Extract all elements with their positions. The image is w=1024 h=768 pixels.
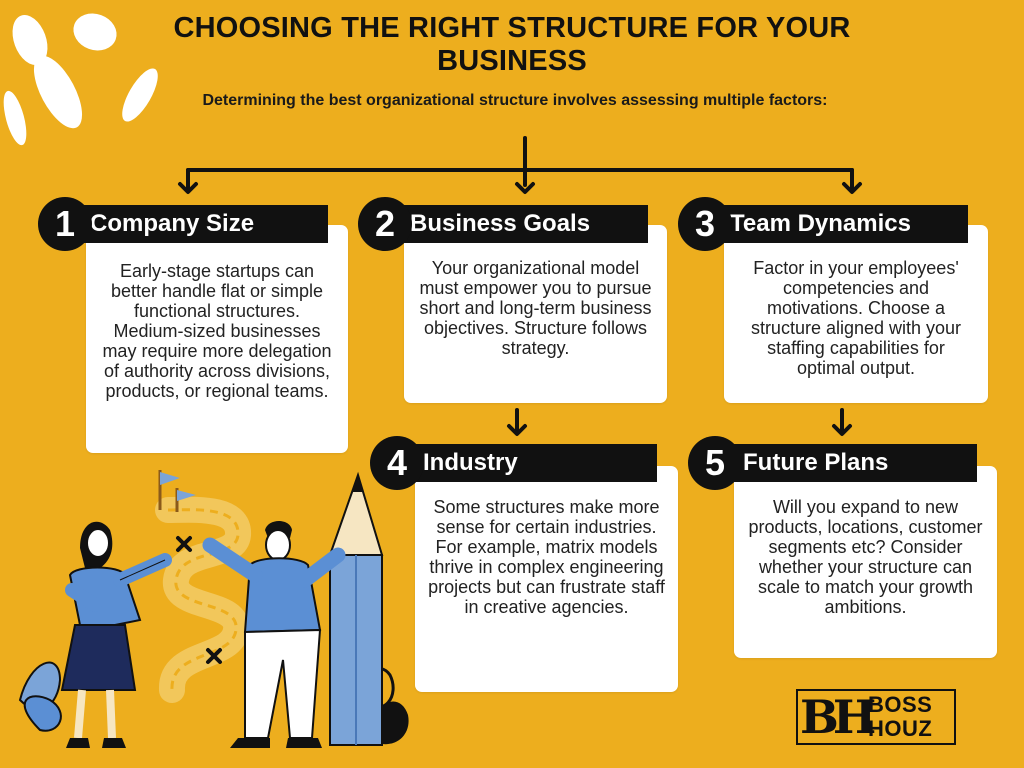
factor-title-4: Industry bbox=[423, 449, 518, 476]
brand-logo bbox=[796, 689, 956, 745]
factor-text-5: Will you expand to new products, locatio… bbox=[748, 497, 983, 617]
factor-title-3: Team Dynamics bbox=[730, 210, 911, 237]
factor-number-5: 5 bbox=[688, 436, 742, 490]
brand-logo-text: BOSS HOUZ bbox=[868, 693, 954, 741]
factor-card-5: Will you expand to new products, locatio… bbox=[734, 466, 997, 658]
woman-figure bbox=[60, 521, 172, 748]
x-mark-icon bbox=[176, 536, 222, 664]
factor-text-4: Some structures make more sense for cert… bbox=[428, 497, 665, 617]
man-figure bbox=[202, 521, 346, 748]
pencil-icon bbox=[328, 471, 384, 746]
factor-text-3: Factor in your employees' competencies a… bbox=[750, 258, 962, 378]
factor-title-1: Company Size bbox=[90, 210, 255, 237]
factor-header-4: Industry bbox=[395, 444, 657, 482]
brand-logo-line2: HOUZ bbox=[868, 716, 933, 741]
factor-card-4: Some structures make more sense for cert… bbox=[415, 466, 678, 692]
factor-text-1: Early-stage startups can better handle f… bbox=[102, 261, 332, 401]
page-title: CHOOSING THE RIGHT STRUCTURE FOR YOUR BU… bbox=[173, 12, 851, 77]
factor-number-4: 4 bbox=[370, 436, 424, 490]
brand-logo-mark: BH bbox=[800, 690, 876, 744]
factor-header-1: Company Size bbox=[62, 205, 328, 243]
brand-logo-line1: BOSS bbox=[868, 692, 933, 717]
factor-title-5: Future Plans bbox=[743, 449, 889, 476]
factor-number-2: 2 bbox=[358, 197, 412, 251]
factor-text-2: Your organizational model must empower y… bbox=[419, 258, 652, 358]
factor-title-2: Business Goals bbox=[410, 210, 591, 237]
factor-number-1: 1 bbox=[38, 197, 92, 251]
page-subtitle: Determining the best organizational stru… bbox=[202, 92, 828, 109]
factor-number-3: 3 bbox=[678, 197, 732, 251]
factor-card-2: Your organizational model must empower y… bbox=[404, 225, 667, 403]
factor-card-3: Factor in your employees' competencies a… bbox=[724, 225, 988, 403]
factor-header-5: Future Plans bbox=[715, 444, 977, 482]
factor-header-3: Team Dynamics bbox=[702, 205, 968, 243]
factor-card-1: Early-stage startups can better handle f… bbox=[86, 225, 348, 453]
factor-header-2: Business Goals bbox=[382, 205, 648, 243]
